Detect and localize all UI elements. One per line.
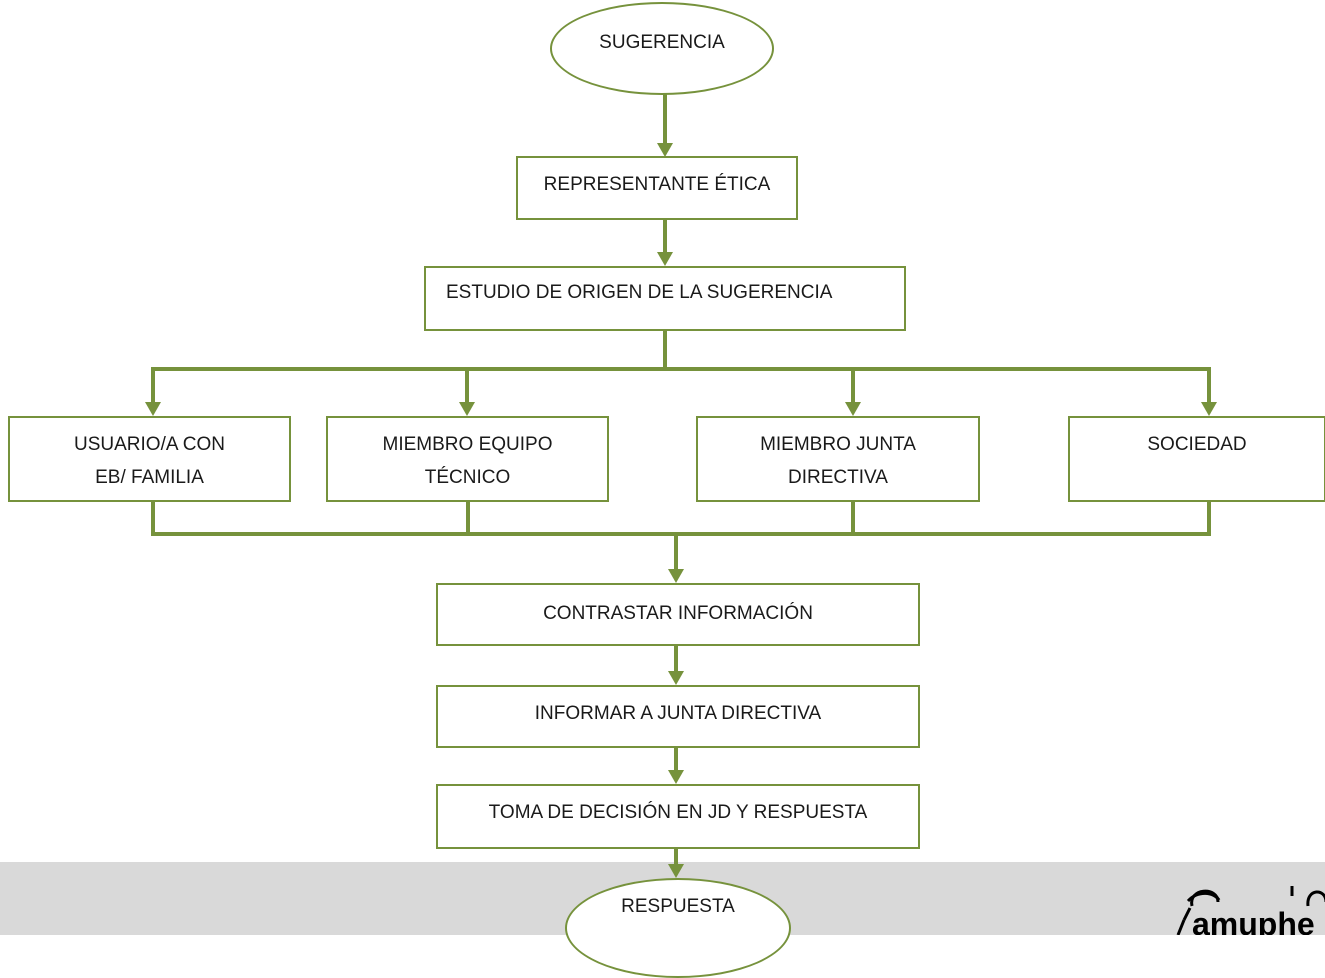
end-label: RESPUESTA [621,896,735,917]
step-contrastar-informacion: CONTRASTAR INFORMACIÓN [436,583,920,646]
step-informar-junta: INFORMAR A JUNTA DIRECTIVA [436,685,920,748]
start-label: SUGERENCIA [599,32,725,53]
step-representante-etica: REPRESENTANTE ÉTICA [516,156,798,220]
branch-sociedad: SOCIEDAD [1068,416,1325,502]
step-estudio-origen: ESTUDIO DE ORIGEN DE LA SUGERENCIA [424,266,906,331]
step-representante-etica-label: REPRESENTANTE ÉTICA [543,173,771,195]
end-oval: RESPUESTA [565,878,791,978]
branch-usuario-familia-label: USUARIO/A CON EB/ FAMILIA [74,434,225,488]
amuphe-logo: amuphe [1176,886,1325,935]
start-oval: SUGERENCIA [550,2,774,95]
step-toma-decision: TOMA DE DECISIÓN EN JD Y RESPUESTA [436,784,920,849]
branch-junta-directiva-label: MIEMBRO JUNTA DIRECTIVA [760,434,916,488]
step-informar-junta-label: INFORMAR A JUNTA DIRECTIVA [534,703,822,724]
branch-equipo-tecnico-label: MIEMBRO EQUIPO TÉCNICO [382,434,553,488]
step-contrastar-informacion-label: CONTRASTAR INFORMACIÓN [543,603,813,624]
branch-sociedad-label: SOCIEDAD [1147,434,1247,455]
logo-wordmark: amuphe [1192,906,1315,935]
branch-junta-directiva: MIEMBRO JUNTA DIRECTIVA [696,416,980,502]
connector-lines [145,94,1217,878]
branch-equipo-tecnico: MIEMBRO EQUIPO TÉCNICO [326,416,609,502]
step-estudio-origen-label: ESTUDIO DE ORIGEN DE LA SUGERENCIA [446,282,833,303]
step-toma-decision-label: TOMA DE DECISIÓN EN JD Y RESPUESTA [488,802,868,823]
branch-usuario-familia: USUARIO/A CON EB/ FAMILIA [8,416,291,502]
